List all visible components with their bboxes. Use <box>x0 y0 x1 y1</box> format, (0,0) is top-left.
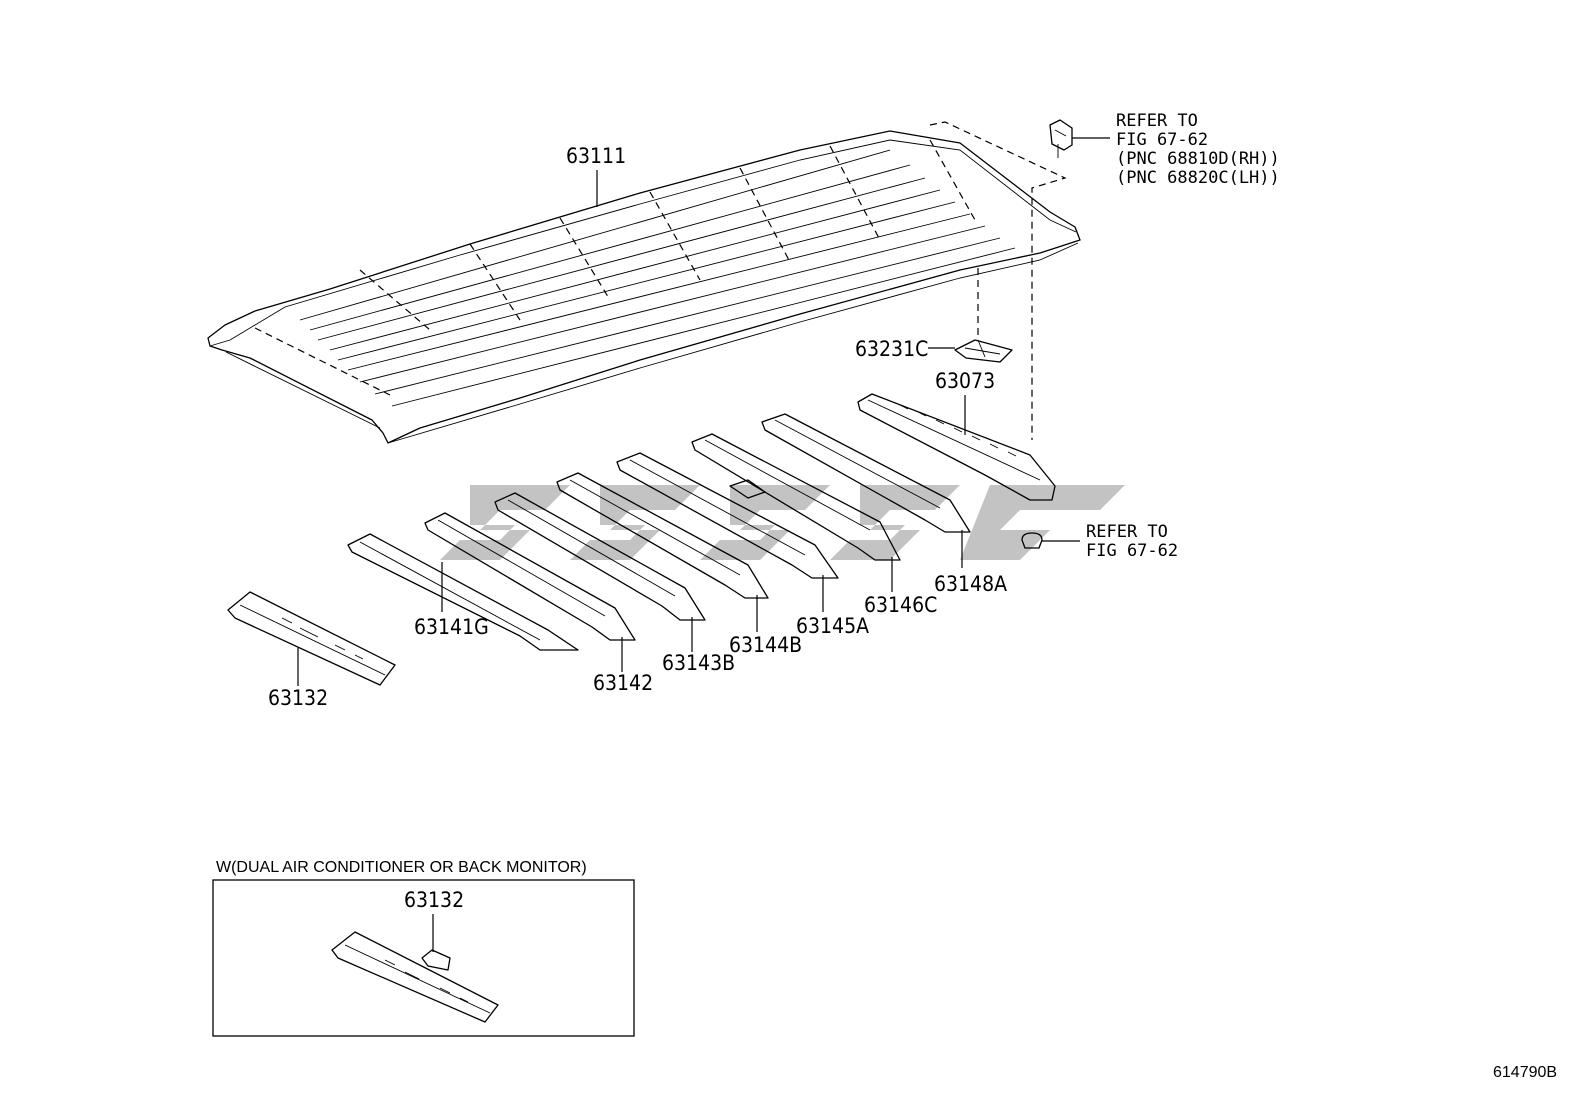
label-bow-1: 63141G <box>414 615 489 639</box>
clip-icon <box>1021 532 1080 549</box>
roof-bow-63145a <box>616 452 839 612</box>
dash-top <box>929 121 1067 440</box>
refer-clip-line-2: FIG 67-62 <box>1086 541 1178 561</box>
roof-rack-bracket-icon <box>1049 119 1110 158</box>
roof-bow-63144b <box>556 472 769 632</box>
label-bow-3: 63143B <box>662 651 735 675</box>
refer-top-line-1: REFER TO <box>1116 111 1198 131</box>
front-header-63132 <box>227 591 396 686</box>
label-bow-2: 63142 <box>593 671 653 695</box>
roof-panel <box>207 130 1081 444</box>
roof-bow-63141g <box>347 533 579 651</box>
refer-top-line-3: (PNC 68810D(RH)) <box>1116 149 1280 169</box>
roof-bow-63146c <box>691 433 901 592</box>
label-bow-6: 63146C <box>864 593 937 617</box>
roof-bow-63142 <box>424 512 636 672</box>
refer-top-line-2: FIG 67-62 <box>1116 130 1208 150</box>
label-bow-4: 63144B <box>729 633 802 657</box>
roof-bow-63148a <box>761 413 971 568</box>
label-roof-panel: 63111 <box>566 144 626 168</box>
inset-variant: W(DUAL AIR CONDITIONER OR BACK MONITOR) … <box>212 859 635 1037</box>
refer-clip-line-1: REFER TO <box>1086 522 1168 542</box>
bracket-63231c <box>928 339 1013 363</box>
label-front-header: 63132 <box>268 686 328 710</box>
label-bracket: 63231C <box>855 337 928 361</box>
label-roof-bow-rear: 63073 <box>935 369 995 393</box>
inset-caption: W(DUAL AIR CONDITIONER OR BACK MONITOR) <box>216 859 587 876</box>
roof-bow-63143b <box>494 492 706 652</box>
refer-top-line-4: (PNC 68820C(LH)) <box>1116 168 1280 188</box>
label-bow-7: 63148A <box>934 572 1007 596</box>
catalog-number: 614790B <box>1493 1064 1557 1081</box>
label-bow-5: 63145A <box>796 614 869 638</box>
roof-bow-63073 <box>857 393 1056 501</box>
inset-part-label: 63132 <box>404 888 464 912</box>
